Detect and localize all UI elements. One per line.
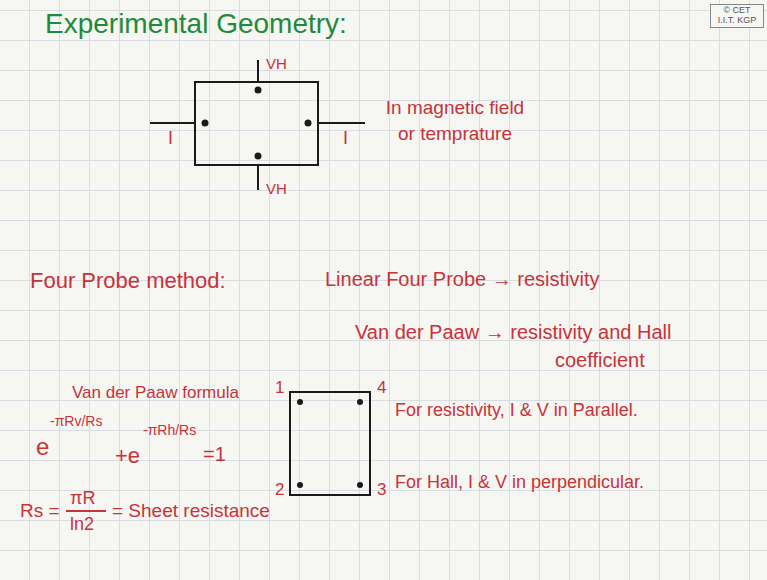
formula: πR <box>70 488 95 509</box>
current-wire <box>150 122 195 124</box>
sample-rectangle <box>195 82 318 165</box>
contact-dot <box>297 399 303 405</box>
contact-dot <box>357 399 363 405</box>
callout-number: 3 <box>377 480 386 500</box>
note: Van der Paaw → resistivity and Hall coef… <box>355 318 750 374</box>
signal-name: VH <box>266 55 287 72</box>
signal-name: I <box>168 128 173 149</box>
note: In magnetic field or temprature <box>380 95 530 146</box>
callout-number: 4 <box>377 378 386 398</box>
contact-dot <box>357 482 363 488</box>
contact-dot <box>297 482 303 488</box>
signal-name: VH <box>266 180 287 197</box>
signal-name: I <box>343 128 348 149</box>
formula: ln2 <box>70 514 94 535</box>
contact-dot <box>305 120 312 127</box>
vdp-square <box>290 392 370 495</box>
note: Linear Four Probe → resistivity <box>325 268 600 291</box>
note: = Sheet resistance <box>112 500 270 522</box>
formula: +e <box>115 443 140 468</box>
callout-number: 2 <box>275 480 284 500</box>
formula: Rs = <box>20 500 60 522</box>
callout-number: 1 <box>275 378 284 398</box>
formula-exponent: -πRh/Rs <box>143 422 196 438</box>
contact-dot <box>255 87 262 94</box>
note: Van der Paaw formula <box>72 383 239 403</box>
note: For Hall, I & V in perpendicular. <box>395 472 735 493</box>
formula-exponent: -πRv/Rs <box>50 413 102 429</box>
heading-note: Four Probe method: <box>30 268 226 293</box>
contact-dot <box>255 153 262 160</box>
formula: e <box>36 433 49 461</box>
hall-wire <box>257 165 259 190</box>
current-wire <box>318 122 365 124</box>
title: Experimental Geometry: <box>45 8 347 40</box>
note: For resistivity, I & V in Parallel. <box>395 400 735 421</box>
watermark: © CET I.I.T. KGP <box>710 4 764 28</box>
formula: =1 <box>203 443 226 466</box>
hall-wire <box>257 60 259 82</box>
fraction-bar <box>66 510 106 512</box>
contact-dot <box>202 120 209 127</box>
